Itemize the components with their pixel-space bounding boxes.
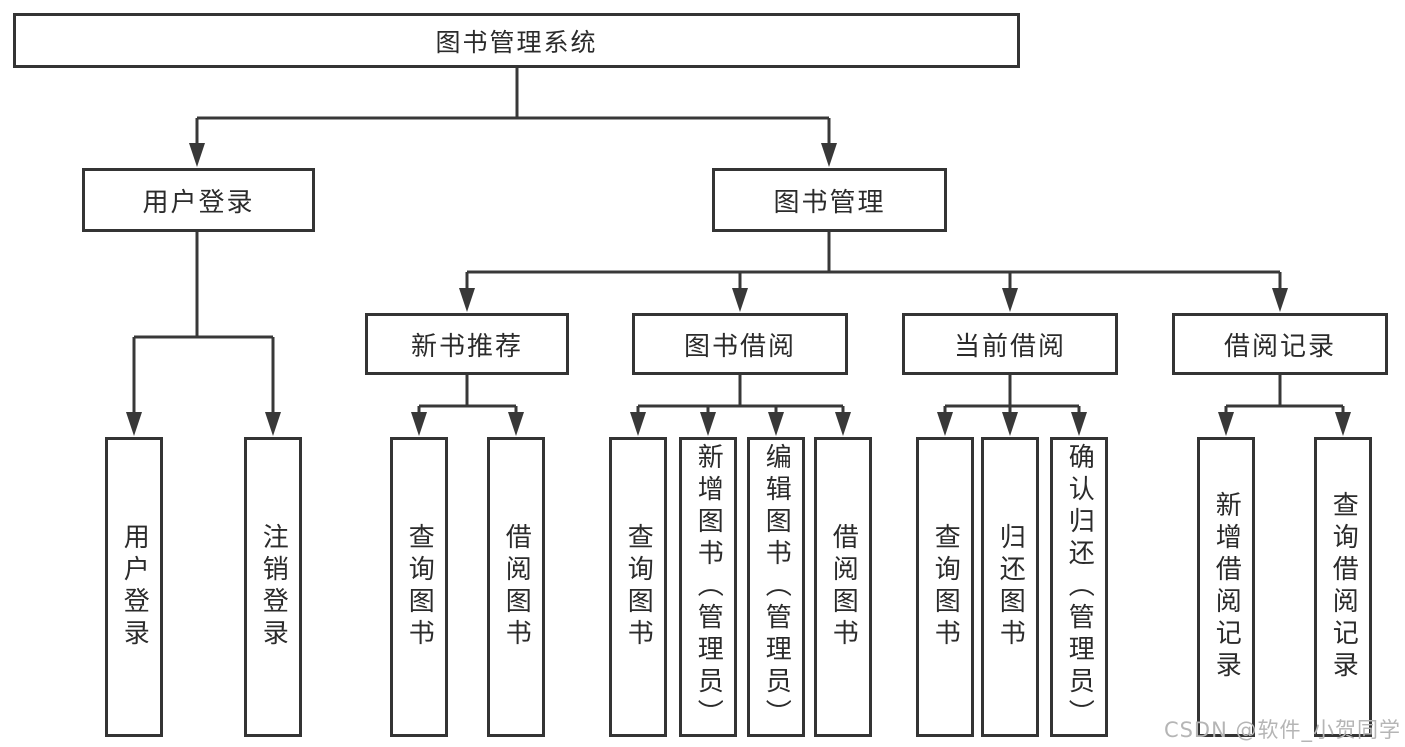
leaf-label: 确认归还（管理员） — [1064, 443, 1095, 731]
leaf-label: 查询图书 — [404, 523, 435, 651]
node-label: 新书推荐 — [410, 331, 523, 362]
leaf-records-query-record: 查询借阅记录 — [1314, 437, 1372, 737]
leaf-user-login: 用户登录 — [105, 437, 163, 737]
leaf-label: 归还图书 — [995, 523, 1026, 651]
leaf-label: 借阅图书 — [501, 523, 532, 651]
leaf-current-confirm-return-admin: 确认归还（管理员） — [1050, 437, 1108, 737]
connector-path — [132, 68, 1345, 415]
leaf-label: 借阅图书 — [828, 523, 859, 651]
leaf-label: 用户登录 — [119, 523, 150, 651]
node-label: 借阅记录 — [1223, 331, 1336, 362]
leaf-borrow-borrow-books: 借阅图书 — [814, 437, 872, 737]
node-book-borrowing: 图书借阅 — [632, 313, 848, 375]
node-current-borrowing: 当前借阅 — [902, 313, 1118, 375]
leaf-borrow-query-books: 查询图书 — [609, 437, 667, 737]
arrowheads — [126, 143, 1351, 436]
leaf-label: 新增图书（管理员） — [693, 443, 724, 731]
node-new-book-recommend: 新书推荐 — [365, 313, 569, 375]
node-label: 图书借阅 — [683, 331, 796, 362]
leaf-current-query-books: 查询图书 — [916, 437, 974, 737]
leaf-label: 新增借阅记录 — [1211, 491, 1242, 683]
leaf-newrec-borrow-books: 借阅图书 — [487, 437, 545, 737]
leaf-logout: 注销登录 — [244, 437, 302, 737]
leaf-label: 查询借阅记录 — [1328, 491, 1359, 683]
leaf-label: 注销登录 — [258, 523, 289, 651]
leaf-label: 编辑图书（管理员） — [761, 443, 792, 731]
leaf-records-add-record: 新增借阅记录 — [1197, 437, 1255, 737]
node-borrowing-records: 借阅记录 — [1172, 313, 1388, 375]
node-label: 用户登录 — [142, 187, 255, 218]
node-label: 当前借阅 — [953, 331, 1066, 362]
csdn-watermark: CSDN @软件_小贺同学 — [1163, 718, 1401, 742]
leaf-newrec-query-books: 查询图书 — [390, 437, 448, 737]
leaf-current-return-books: 归还图书 — [981, 437, 1039, 737]
leaf-borrow-add-books-admin: 新增图书（管理员） — [679, 437, 737, 737]
leaf-label: 查询图书 — [930, 523, 961, 651]
node-user-login: 用户登录 — [82, 168, 315, 232]
leaf-borrow-edit-books-admin: 编辑图书（管理员） — [747, 437, 805, 737]
leaf-label: 查询图书 — [623, 523, 654, 651]
node-label: 图书管理 — [773, 187, 886, 218]
node-book-management: 图书管理 — [712, 168, 947, 232]
node-label: 图书管理系统 — [435, 27, 598, 57]
node-library-management-system: 图书管理系统 — [13, 13, 1020, 68]
